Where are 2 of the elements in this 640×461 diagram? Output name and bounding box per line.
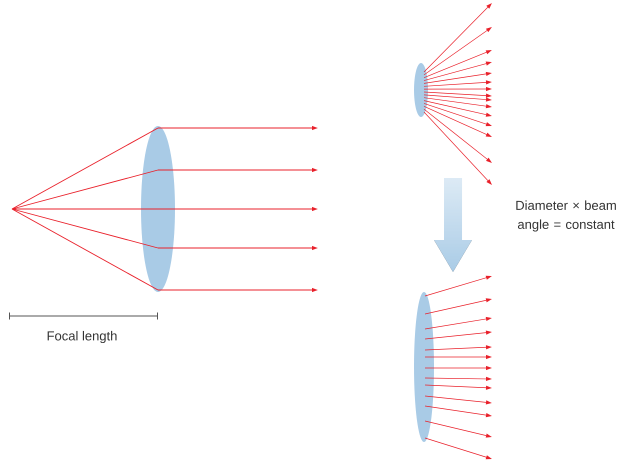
text-label: Focal length <box>48 330 117 344</box>
text-label: Diameter × beam angle = constant <box>516 200 616 232</box>
